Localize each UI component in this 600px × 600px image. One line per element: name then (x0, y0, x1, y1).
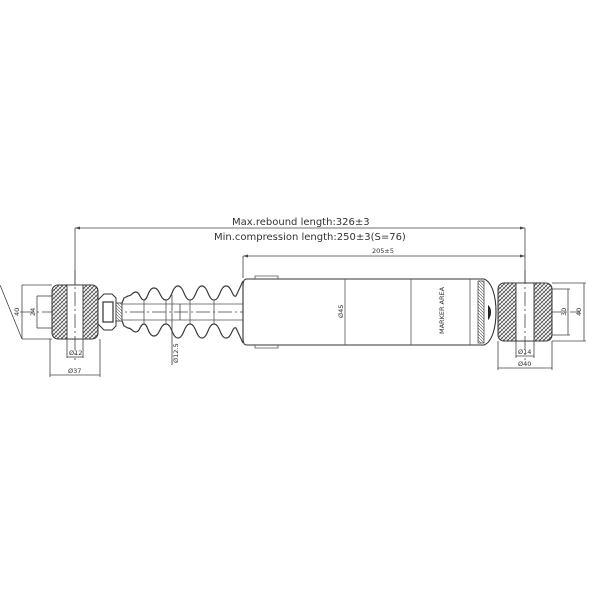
right-eye-height-outer: 40 (575, 308, 583, 316)
right-eye-height-inner: 30 (560, 308, 568, 316)
body-length-label: 205±5 (372, 247, 394, 255)
body-diameter-label: Ø45 (337, 305, 345, 318)
left-eye-outer-diameter: Ø37 (68, 367, 81, 375)
left-eye-bore-diameter: Ø12 (69, 349, 82, 357)
dust-boot-bellows (121, 280, 244, 344)
body-length-dimension: 205±5 (242, 247, 525, 278)
left-eye-height-inner: 24 (29, 308, 37, 316)
marker-area-label: MARKER AREA (438, 286, 446, 334)
right-eye-dimensions: 40 30 Ø14 Ø40 (497, 282, 586, 370)
left-eye-bushing (51, 270, 99, 360)
right-eye-outer-diameter: Ø40 (518, 360, 531, 368)
min-compression-label: Min.compression length:250±3(S=76) (214, 232, 406, 243)
rod-diameter-label: Ø12.5 (172, 343, 180, 363)
left-eye-height-outer: 40 (13, 308, 21, 316)
right-eye-bore-diameter: Ø14 (518, 348, 531, 356)
max-rebound-dimension: Max.rebound length:326±3 Min.compression… (74, 217, 526, 285)
max-rebound-label: Max.rebound length:326±3 (232, 217, 370, 228)
rod-diameter-dimension: Ø12.5 (171, 295, 181, 365)
left-eye-dimensions: 40 24 Ø12 Ø37 (0, 284, 101, 377)
shock-body-cylinder: Ø45 MARKER AREA (242, 275, 497, 349)
right-eye-bushing (497, 270, 553, 360)
rod-end-fitting (97, 293, 123, 331)
